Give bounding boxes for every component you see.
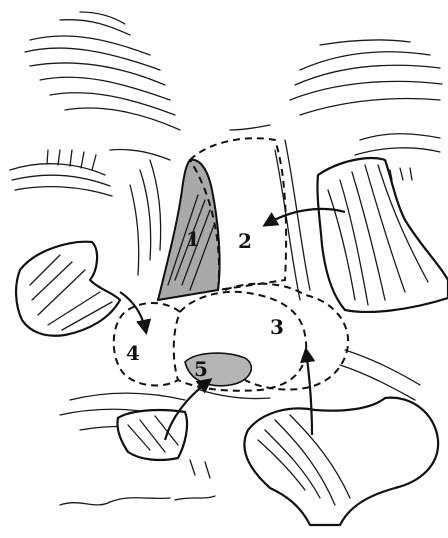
- donor-graft-bottom: [244, 398, 438, 525]
- region-label-5: 5: [194, 357, 208, 381]
- donor-graft-right: [317, 158, 448, 312]
- region-label-1: 1: [186, 227, 200, 251]
- left-eyebrow-hatching: [25, 12, 180, 130]
- arrow-graft-to-region-4: [120, 292, 146, 332]
- donor-graft-small: [117, 410, 187, 460]
- donor-graft-left: [16, 242, 120, 336]
- right-eyebrow-hatching: [290, 40, 442, 115]
- left-eye-lashes: [10, 149, 170, 196]
- dashed-outline-region-4: [114, 303, 180, 385]
- region-label-2: 2: [238, 229, 252, 253]
- region-label-3: 3: [270, 315, 284, 339]
- region-label-4: 4: [126, 341, 140, 365]
